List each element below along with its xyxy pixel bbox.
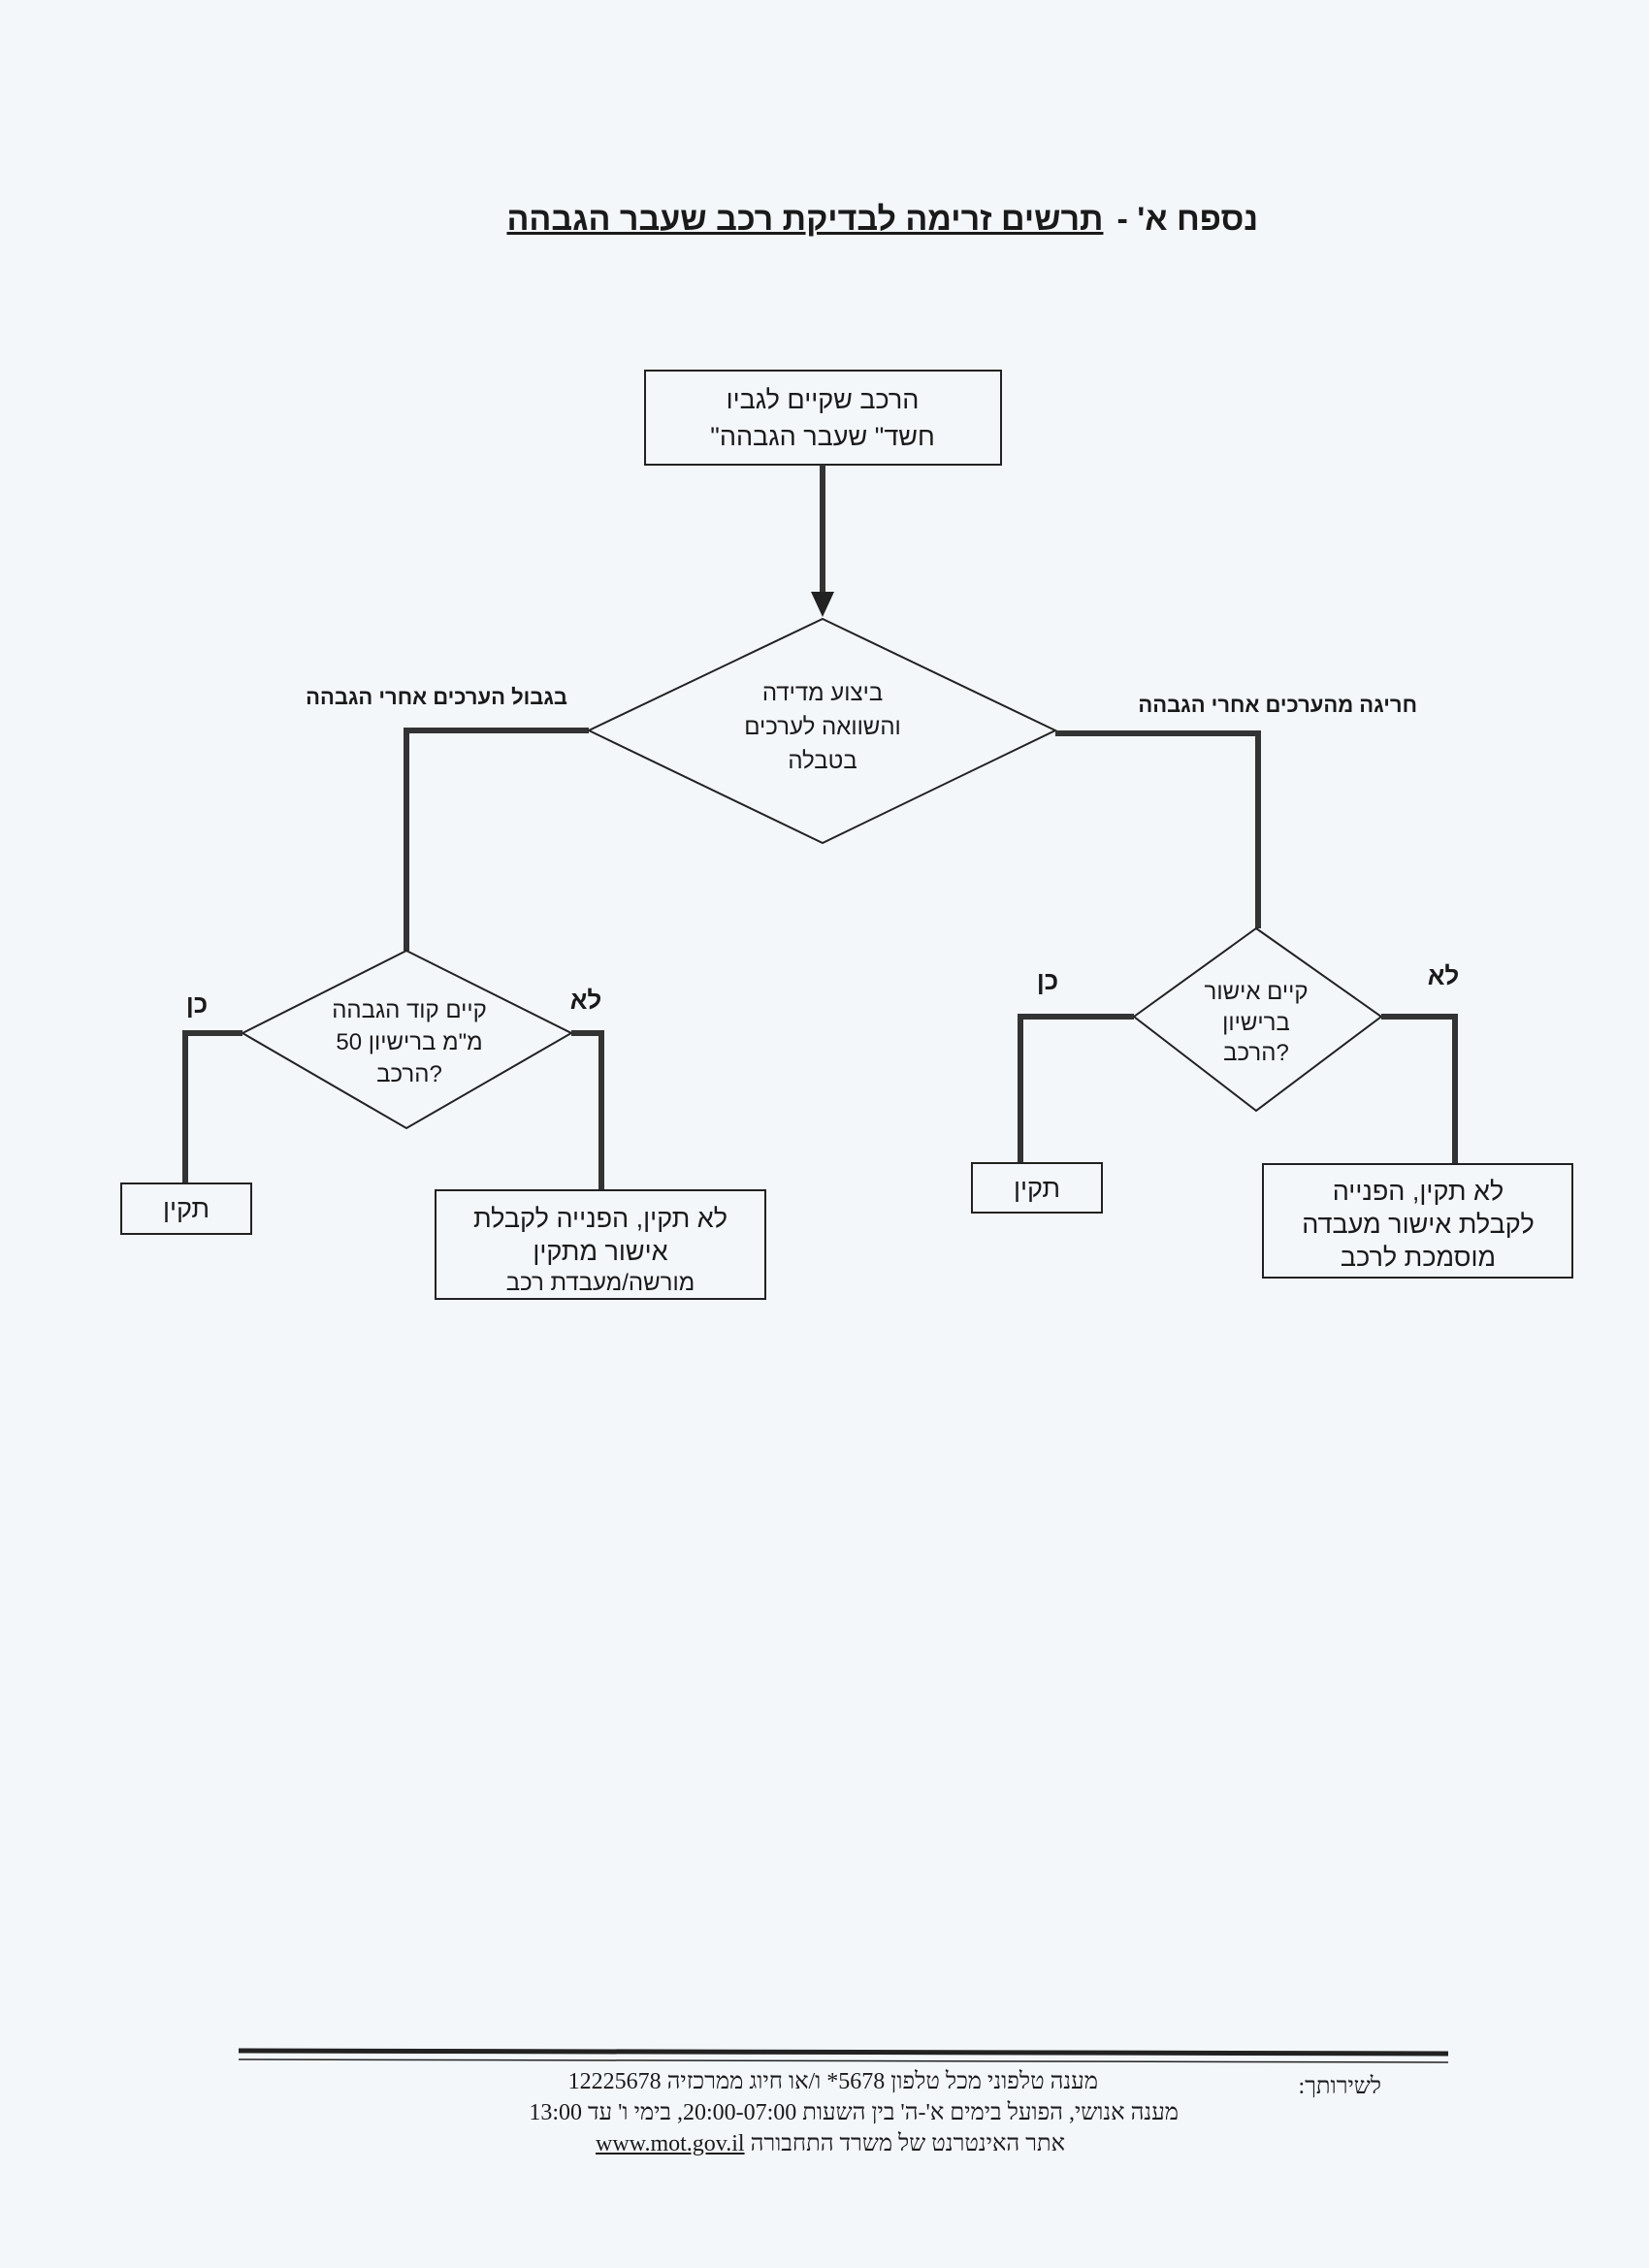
left-no-label: לא xyxy=(570,986,602,1015)
title-main: תרשים זרימה לבדיקת רכב שעבר הגבהה xyxy=(506,201,1104,238)
right-invalid-line1: לא תקין, הפנייה xyxy=(1333,1177,1504,1206)
footer-website-line: אתר האינטרנט של משרד התחבורה www.mot.gov… xyxy=(596,2131,1065,2156)
right-no-label: לא xyxy=(1428,961,1460,990)
start-box-line1: הרכב שקיים לגביו xyxy=(727,385,920,414)
main-decision-diamond xyxy=(586,617,1058,845)
connector-right xyxy=(1055,730,1261,928)
left-no-connector xyxy=(571,1030,604,1190)
within-values-label: בגבול הערכים אחרי הגבהה xyxy=(306,685,567,709)
left-invalid-line3: מורשה/מעבדת רכב xyxy=(506,1270,695,1296)
right-yes-connector xyxy=(1018,1014,1134,1163)
main-decision-line3: בטבלה xyxy=(788,748,857,774)
left-decision-line2: 50 מ"מ ברישיון xyxy=(336,1029,482,1055)
right-valid-box xyxy=(971,1162,1103,1214)
left-decision-line3: הרכב? xyxy=(376,1061,442,1087)
connector-left xyxy=(404,728,589,951)
right-valid-text: תקין xyxy=(1014,1174,1060,1203)
title-prefix: נספח א' - xyxy=(1116,201,1258,238)
footer-label: לשירותך: xyxy=(1298,2074,1381,2099)
left-invalid-line2: אישור מתקין xyxy=(533,1237,667,1266)
left-yes-label: כן xyxy=(186,989,208,1019)
footer-phone-line: מענה טלפוני מכל טלפון 5678* ו/או חיוג ממ… xyxy=(567,2069,1098,2094)
main-decision-line2: והשוואה לערכים xyxy=(744,714,901,740)
left-invalid-box xyxy=(435,1189,766,1300)
left-valid-box xyxy=(120,1183,252,1235)
right-invalid-box xyxy=(1262,1163,1573,1279)
footer-website-text: אתר האינטרנט של משרד התחבורה xyxy=(750,2131,1065,2156)
left-decision-line1: קיים קוד הגבהה xyxy=(332,997,487,1023)
page-title: נספח א' - תרשים זרימה לבדיקת רכב שעבר הג… xyxy=(506,201,1258,238)
exceeds-values-label: חריגה מהערכים אחרי הגבהה xyxy=(1138,693,1417,717)
right-decision-line1: קיים אישור xyxy=(1205,979,1309,1005)
left-decision-diamond xyxy=(240,949,574,1130)
arrow-head-icon xyxy=(811,592,834,617)
footer-rule-thick xyxy=(238,2048,1449,2057)
start-box-line2: "חשד" שעבר הגבהה xyxy=(710,422,935,451)
footer-hours-line: מענה אנושי, הפועל בימים א'-ה' בין השעות … xyxy=(529,2100,1179,2125)
footer-rule-thin xyxy=(238,2058,1449,2063)
right-yes-label: כן xyxy=(1037,966,1058,995)
left-invalid-line1: לא תקין, הפנייה לקבלת xyxy=(473,1204,728,1233)
main-decision-line1: ביצוע מדידה xyxy=(762,680,883,706)
right-decision-diamond xyxy=(1132,926,1383,1113)
right-invalid-line3: מוסמכת לרכב xyxy=(1341,1243,1496,1272)
left-yes-connector xyxy=(182,1030,242,1183)
right-no-connector xyxy=(1381,1014,1458,1164)
website-link[interactable]: www.mot.gov.il xyxy=(596,2131,745,2156)
left-valid-text: תקין xyxy=(163,1194,210,1223)
right-decision-line3: הרכב? xyxy=(1223,1040,1289,1066)
right-decision-line2: ברישיון xyxy=(1222,1010,1290,1036)
right-invalid-line2: לקבלת אישור מעבדה xyxy=(1302,1210,1535,1239)
